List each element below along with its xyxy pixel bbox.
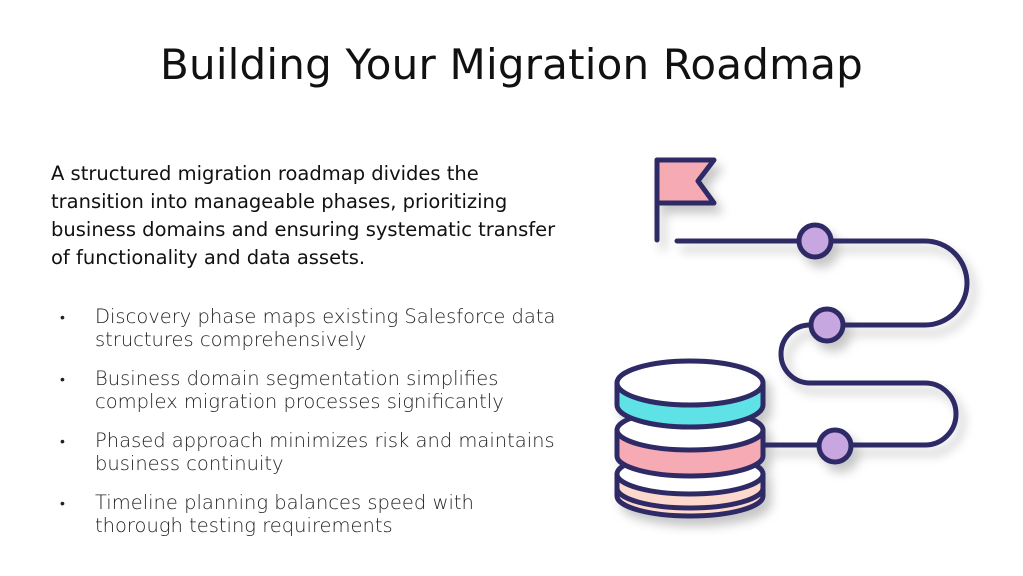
bullet-item: • Timeline planning balances speed with t… — [60, 491, 560, 537]
bullet-dot-icon: • — [60, 434, 65, 450]
bullet-item: • Discovery phase maps existing Salesforc… — [60, 305, 560, 351]
bullet-text: Timeline planning balances speed with th… — [95, 491, 474, 537]
milestone-node-icon — [808, 306, 846, 344]
intro-paragraph: A structured migration roadmap divides t… — [51, 162, 556, 269]
milestone-node-icon — [796, 222, 834, 260]
roadmap-path — [674, 238, 970, 448]
flag-icon — [654, 157, 717, 243]
bullet-item: • Phased approach minimizes risk and main… — [60, 429, 560, 475]
bullet-text: Phased approach minimizes risk and maint… — [95, 429, 555, 475]
database-icon — [614, 358, 766, 519]
bullet-text: Discovery phase maps existing Salesforce… — [95, 305, 556, 351]
bullet-dot-icon: • — [60, 496, 65, 512]
bullet-dot-icon: • — [60, 310, 65, 326]
milestone-node-icon — [816, 427, 854, 465]
bullet-list: • Discovery phase maps existing Salesforc… — [60, 305, 560, 554]
bullet-dot-icon: • — [60, 372, 65, 388]
bullet-text: Business domain segmentation simplifies … — [95, 367, 504, 413]
slide-title: Building Your Migration Roadmap — [159, 40, 863, 89]
bullet-item: • Business domain segmentation simplifies… — [60, 367, 560, 413]
